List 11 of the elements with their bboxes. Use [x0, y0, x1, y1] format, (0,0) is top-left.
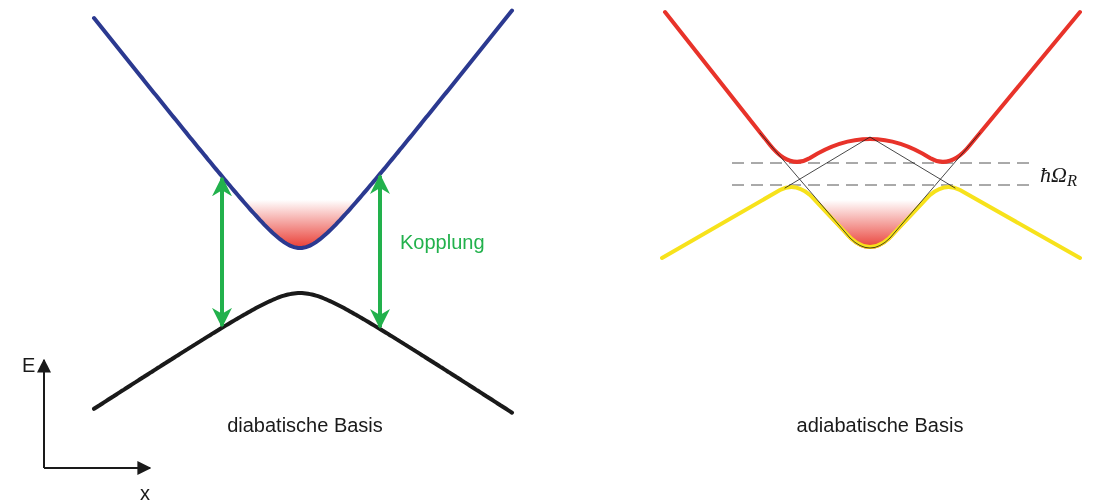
- axis-label: E: [22, 353, 36, 378]
- panel-caption: adiabatische Basis: [795, 413, 965, 438]
- energy-gap-label: ħΩ$_{R}$: [1040, 161, 1077, 191]
- double-arrow: [212, 176, 232, 328]
- axis-label: x: [140, 481, 150, 500]
- panel-caption: diabatische Basis: [226, 413, 384, 438]
- diabatic-curve: [759, 132, 981, 249]
- energy-curve: [92, 291, 514, 415]
- double-arrow: [370, 173, 390, 330]
- energy-curve: [663, 10, 1082, 164]
- energy-curve: [660, 185, 1082, 260]
